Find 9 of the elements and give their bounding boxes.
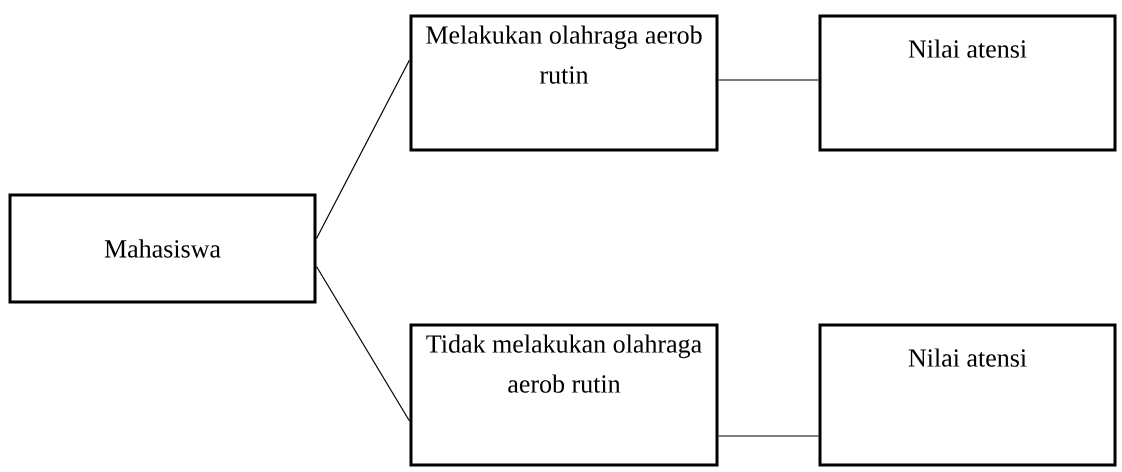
connector-line [315,265,411,422]
connector-line [717,435,820,437]
connector-line [717,79,820,81]
process-box: Nilai atensi [818,323,1117,467]
process-box: Mahasiswa [8,193,317,304]
process-box: Nilai atensi [818,14,1117,152]
connector-line [315,59,411,240]
process-box: Tidak melakukan olahraga aerob rutin [409,323,719,467]
process-box: Melakukan olahraga aerob rutin [409,14,719,152]
